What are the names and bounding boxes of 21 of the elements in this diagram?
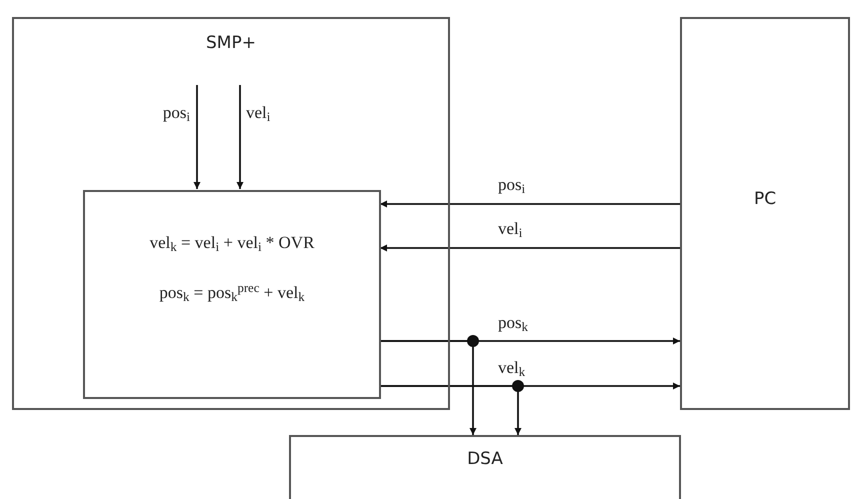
- block-box: [12, 17, 450, 410]
- formula-text: pos$_{k}$ = pos$_{k}$$^{prec}$ + vel$_{k}$: [158, 280, 306, 306]
- arrow: [194, 85, 200, 189]
- arrow: [236, 85, 244, 189]
- block-title: PC: [752, 188, 778, 211]
- edge-label: pos$_{k}$: [498, 312, 528, 336]
- formula-text: vel$_{k}$ = vel$_{i}$ + vel$_{i}$ * OVR: [148, 232, 316, 256]
- edge-label: pos$_{i}$: [162, 102, 190, 126]
- block-title: DSA: [466, 448, 504, 471]
- block-title: SMP+: [205, 32, 257, 55]
- arrow: [380, 340, 476, 435]
- block-box: [289, 435, 681, 499]
- arrow: [380, 244, 680, 252]
- edge-label: vel$_{k}$: [498, 357, 526, 380]
- block-box: [680, 17, 850, 410]
- edge-label: pos$_{i}$: [498, 174, 526, 198]
- arrow: [380, 385, 522, 435]
- formula-box: [83, 190, 381, 399]
- edge-label: vel$_{i}$: [246, 102, 270, 126]
- arrow: [380, 200, 680, 208]
- edge-label: vel$_{i}$: [498, 218, 522, 242]
